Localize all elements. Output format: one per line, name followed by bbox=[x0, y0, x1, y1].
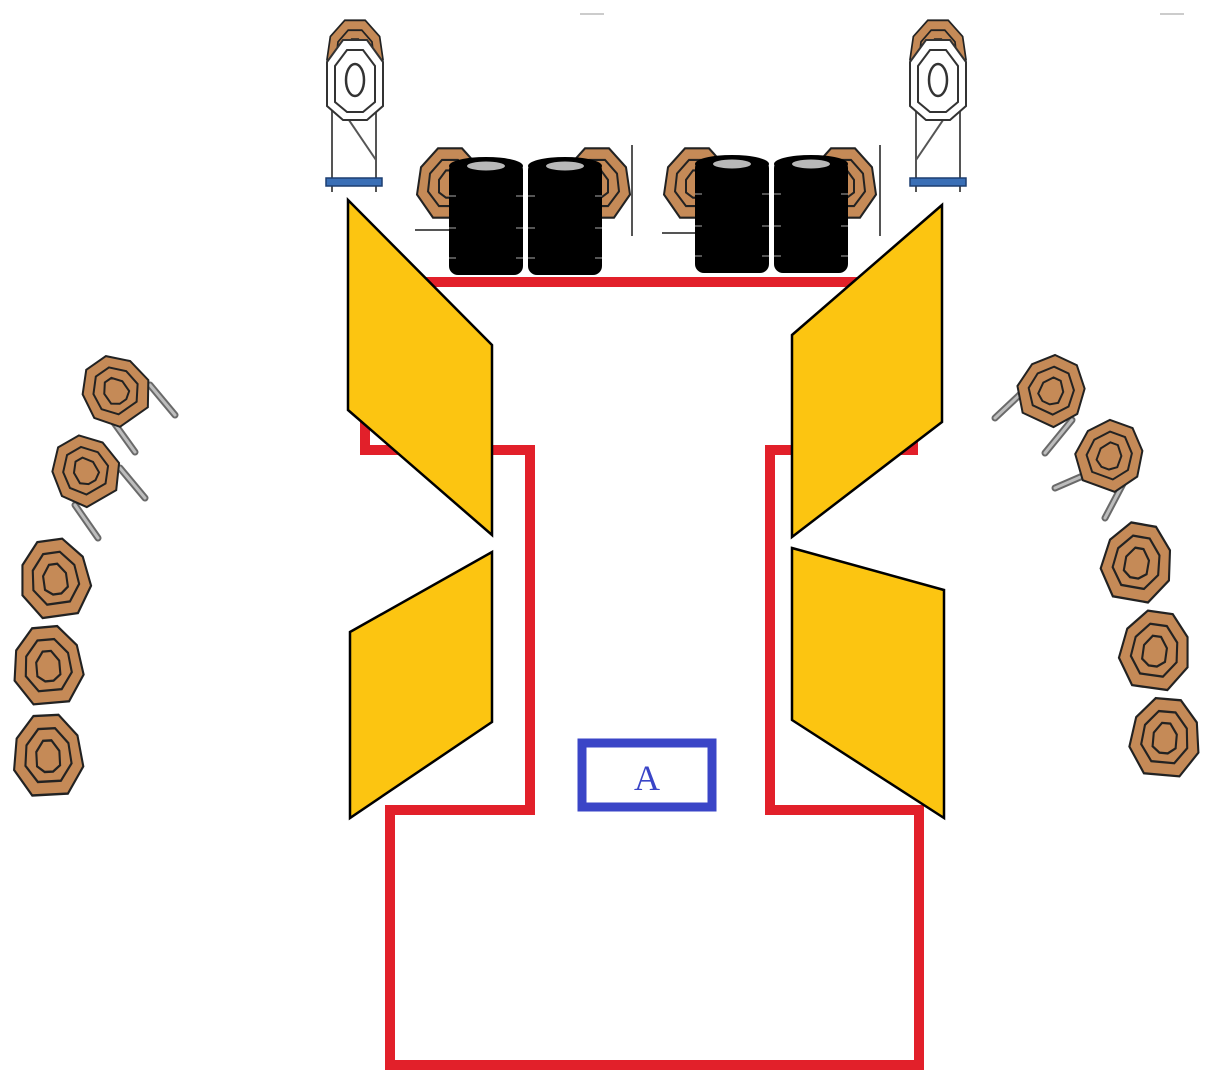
barricade-lower-left bbox=[348, 549, 494, 821]
shooting-area-boundary bbox=[360, 277, 924, 1070]
start-box: A bbox=[577, 738, 717, 812]
barrel-icon bbox=[527, 156, 603, 276]
steel-target-icon bbox=[1095, 517, 1179, 607]
no-shoot-target-icon bbox=[908, 38, 968, 122]
barricade-upper-right bbox=[790, 202, 944, 540]
steel-target-icon bbox=[1066, 411, 1154, 499]
steel-target-icon bbox=[38, 423, 132, 517]
barricade-upper-left bbox=[346, 196, 494, 538]
barricade-lower-right bbox=[790, 546, 946, 821]
steel-target-icon bbox=[68, 343, 162, 437]
steel-target-icon bbox=[9, 623, 87, 707]
start-box-label: A bbox=[634, 758, 660, 798]
steel-target-icon bbox=[1126, 695, 1204, 779]
steel-target-icon bbox=[1007, 345, 1097, 435]
steel-target-icon bbox=[1114, 606, 1196, 694]
no-shoot-target-icon bbox=[325, 38, 385, 122]
barrel-icon bbox=[773, 154, 849, 274]
barrel-icon bbox=[448, 156, 524, 276]
steel-target-icon bbox=[10, 712, 86, 798]
barrel-icon bbox=[694, 154, 770, 274]
steel-target-icon bbox=[14, 534, 96, 622]
